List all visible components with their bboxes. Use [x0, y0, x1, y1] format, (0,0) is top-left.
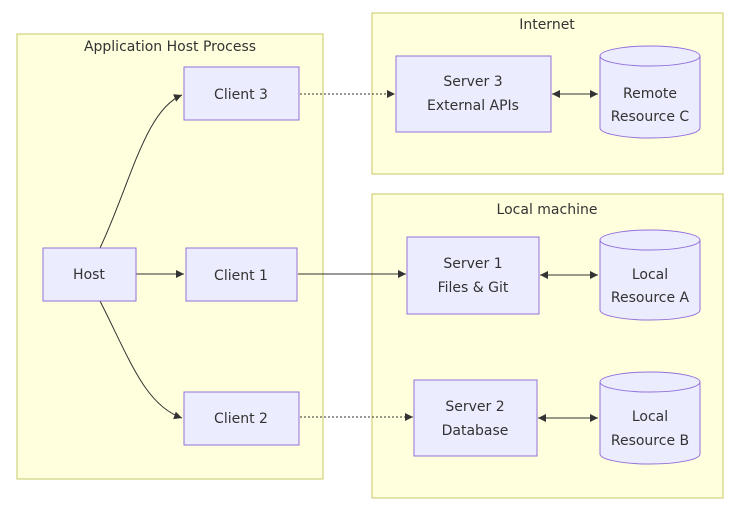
- node-client-1[interactable]: Client 1: [185, 247, 298, 302]
- node-host[interactable]: Host: [42, 247, 137, 302]
- edge-host-client2: [99, 300, 183, 420]
- cluster-title-application-host-process: Application Host Process: [84, 39, 256, 55]
- edge-host-client3: [99, 94, 183, 249]
- node-server-3-label-line1: Server 3: [443, 74, 502, 90]
- node-remote-resource-c-label-line1: Remote: [623, 86, 677, 102]
- node-local-resource-a[interactable]: Local Resource A: [599, 229, 701, 321]
- node-server-3-label-line2: External APIs: [427, 98, 519, 114]
- cluster-title-internet: Internet: [519, 17, 575, 33]
- node-client-2-label: Client 2: [214, 411, 268, 427]
- node-client-3[interactable]: Client 3: [183, 66, 300, 121]
- node-remote-resource-c-label-line2: Resource C: [611, 109, 690, 125]
- node-local-resource-b-label-line1: Local: [632, 409, 668, 425]
- node-local-resource-b-label-line2: Resource B: [611, 433, 689, 449]
- node-server-2[interactable]: Server 2 Database: [413, 379, 538, 457]
- node-server-1[interactable]: Server 1 Files & Git: [406, 236, 540, 315]
- edges: [99, 90, 598, 422]
- node-server-2-label-line2: Database: [442, 423, 509, 439]
- node-client-3-label: Client 3: [214, 87, 268, 103]
- node-server-2-label-line1: Server 2: [445, 399, 504, 415]
- node-client-1-label: Client 1: [214, 268, 268, 284]
- node-remote-resource-c[interactable]: Remote Resource C: [599, 45, 701, 139]
- cluster-title-local-machine: Local machine: [497, 202, 598, 218]
- node-server-1-label-line1: Server 1: [443, 256, 502, 272]
- node-server-3[interactable]: Server 3 External APIs: [395, 55, 552, 133]
- node-local-resource-b[interactable]: Local Resource B: [599, 371, 701, 465]
- node-local-resource-a-label-line1: Local: [632, 267, 668, 283]
- node-server-1-label-line2: Files & Git: [438, 280, 509, 296]
- node-host-label: Host: [73, 267, 105, 283]
- node-local-resource-a-label-line2: Resource A: [611, 290, 690, 306]
- node-client-2[interactable]: Client 2: [183, 391, 300, 446]
